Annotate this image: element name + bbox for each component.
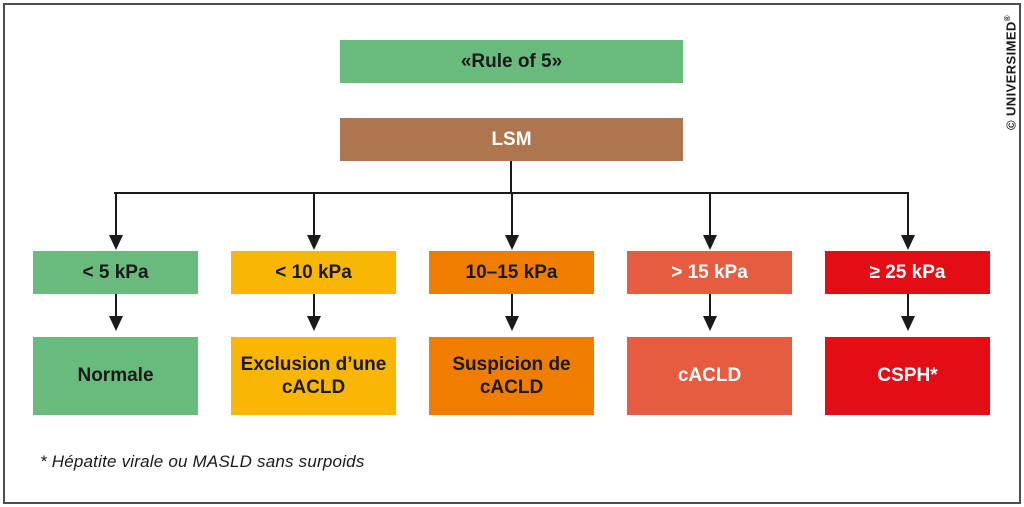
connector-line — [708, 192, 711, 235]
connector-line — [708, 294, 711, 316]
lsm-box: LSM — [340, 118, 683, 161]
column-over-15-kpa: > 15 kPa cACLD — [627, 192, 792, 415]
connector-line — [510, 294, 513, 316]
arrow-down-icon — [702, 235, 717, 250]
result-box-1: Normale — [33, 337, 198, 415]
result-label-1: Normale — [77, 365, 154, 387]
kpa-label-5: ≥ 25 kPa — [869, 261, 946, 283]
result-label-2: Exclusion d’une cACLD — [240, 353, 387, 398]
column-10-15-kpa: 10–15 kPa Suspicion de cACLD — [429, 192, 594, 415]
arrow-down-icon — [306, 316, 321, 331]
connector-line — [906, 294, 909, 316]
rule-of-5-box: «Rule of 5» — [340, 40, 683, 83]
kpa-box-1: < 5 kPa — [33, 251, 198, 294]
arrow-down-icon — [702, 316, 717, 331]
result-box-3: Suspicion de cACLD — [429, 337, 594, 415]
connector-line-vertical — [510, 161, 512, 193]
footnote: * Hépatite virale ou MASLD sans surpoids — [40, 452, 365, 471]
column-over-25-kpa: ≥ 25 kPa CSPH* — [825, 192, 990, 415]
kpa-box-5: ≥ 25 kPa — [825, 251, 990, 294]
rule-of-5-label: «Rule of 5» — [460, 50, 563, 72]
kpa-label-1: < 5 kPa — [82, 261, 149, 283]
arrow-down-icon — [504, 235, 519, 250]
connector-line — [510, 192, 513, 235]
arrow-down-icon — [306, 235, 321, 250]
kpa-box-2: < 10 kPa — [231, 251, 396, 294]
column-under-5-kpa: < 5 kPa Normale — [33, 192, 198, 415]
result-label-5: CSPH* — [877, 365, 938, 387]
result-box-4: cACLD — [627, 337, 792, 415]
kpa-label-2: < 10 kPa — [275, 261, 352, 283]
column-under-10-kpa: < 10 kPa Exclusion d’une cACLD — [231, 192, 396, 415]
connector-line — [312, 294, 315, 316]
result-label-3: Suspicion de cACLD — [452, 353, 571, 398]
kpa-label-3: 10–15 kPa — [465, 261, 558, 283]
result-label-4: cACLD — [677, 365, 742, 387]
kpa-label-4: > 15 kPa — [671, 261, 748, 283]
arrow-down-icon — [900, 235, 915, 250]
arrow-down-icon — [108, 316, 123, 331]
kpa-box-4: > 15 kPa — [627, 251, 792, 294]
connector-line — [114, 192, 117, 235]
lsm-label: LSM — [491, 128, 532, 150]
registered-trademark-symbol: ® — [1003, 15, 1012, 22]
connector-line — [312, 192, 315, 235]
arrow-down-icon — [504, 316, 519, 331]
kpa-box-3: 10–15 kPa — [429, 251, 594, 294]
arrow-down-icon — [108, 235, 123, 250]
result-box-2: Exclusion d’une cACLD — [231, 337, 396, 415]
copyright-credit: © UNIVERSIMED® — [1000, 15, 1019, 130]
connector-line — [114, 294, 117, 316]
result-box-5: CSPH* — [825, 337, 990, 415]
arrow-down-icon — [900, 316, 915, 331]
copyright-text: © UNIVERSIMED — [1003, 21, 1019, 130]
connector-line — [906, 192, 909, 235]
